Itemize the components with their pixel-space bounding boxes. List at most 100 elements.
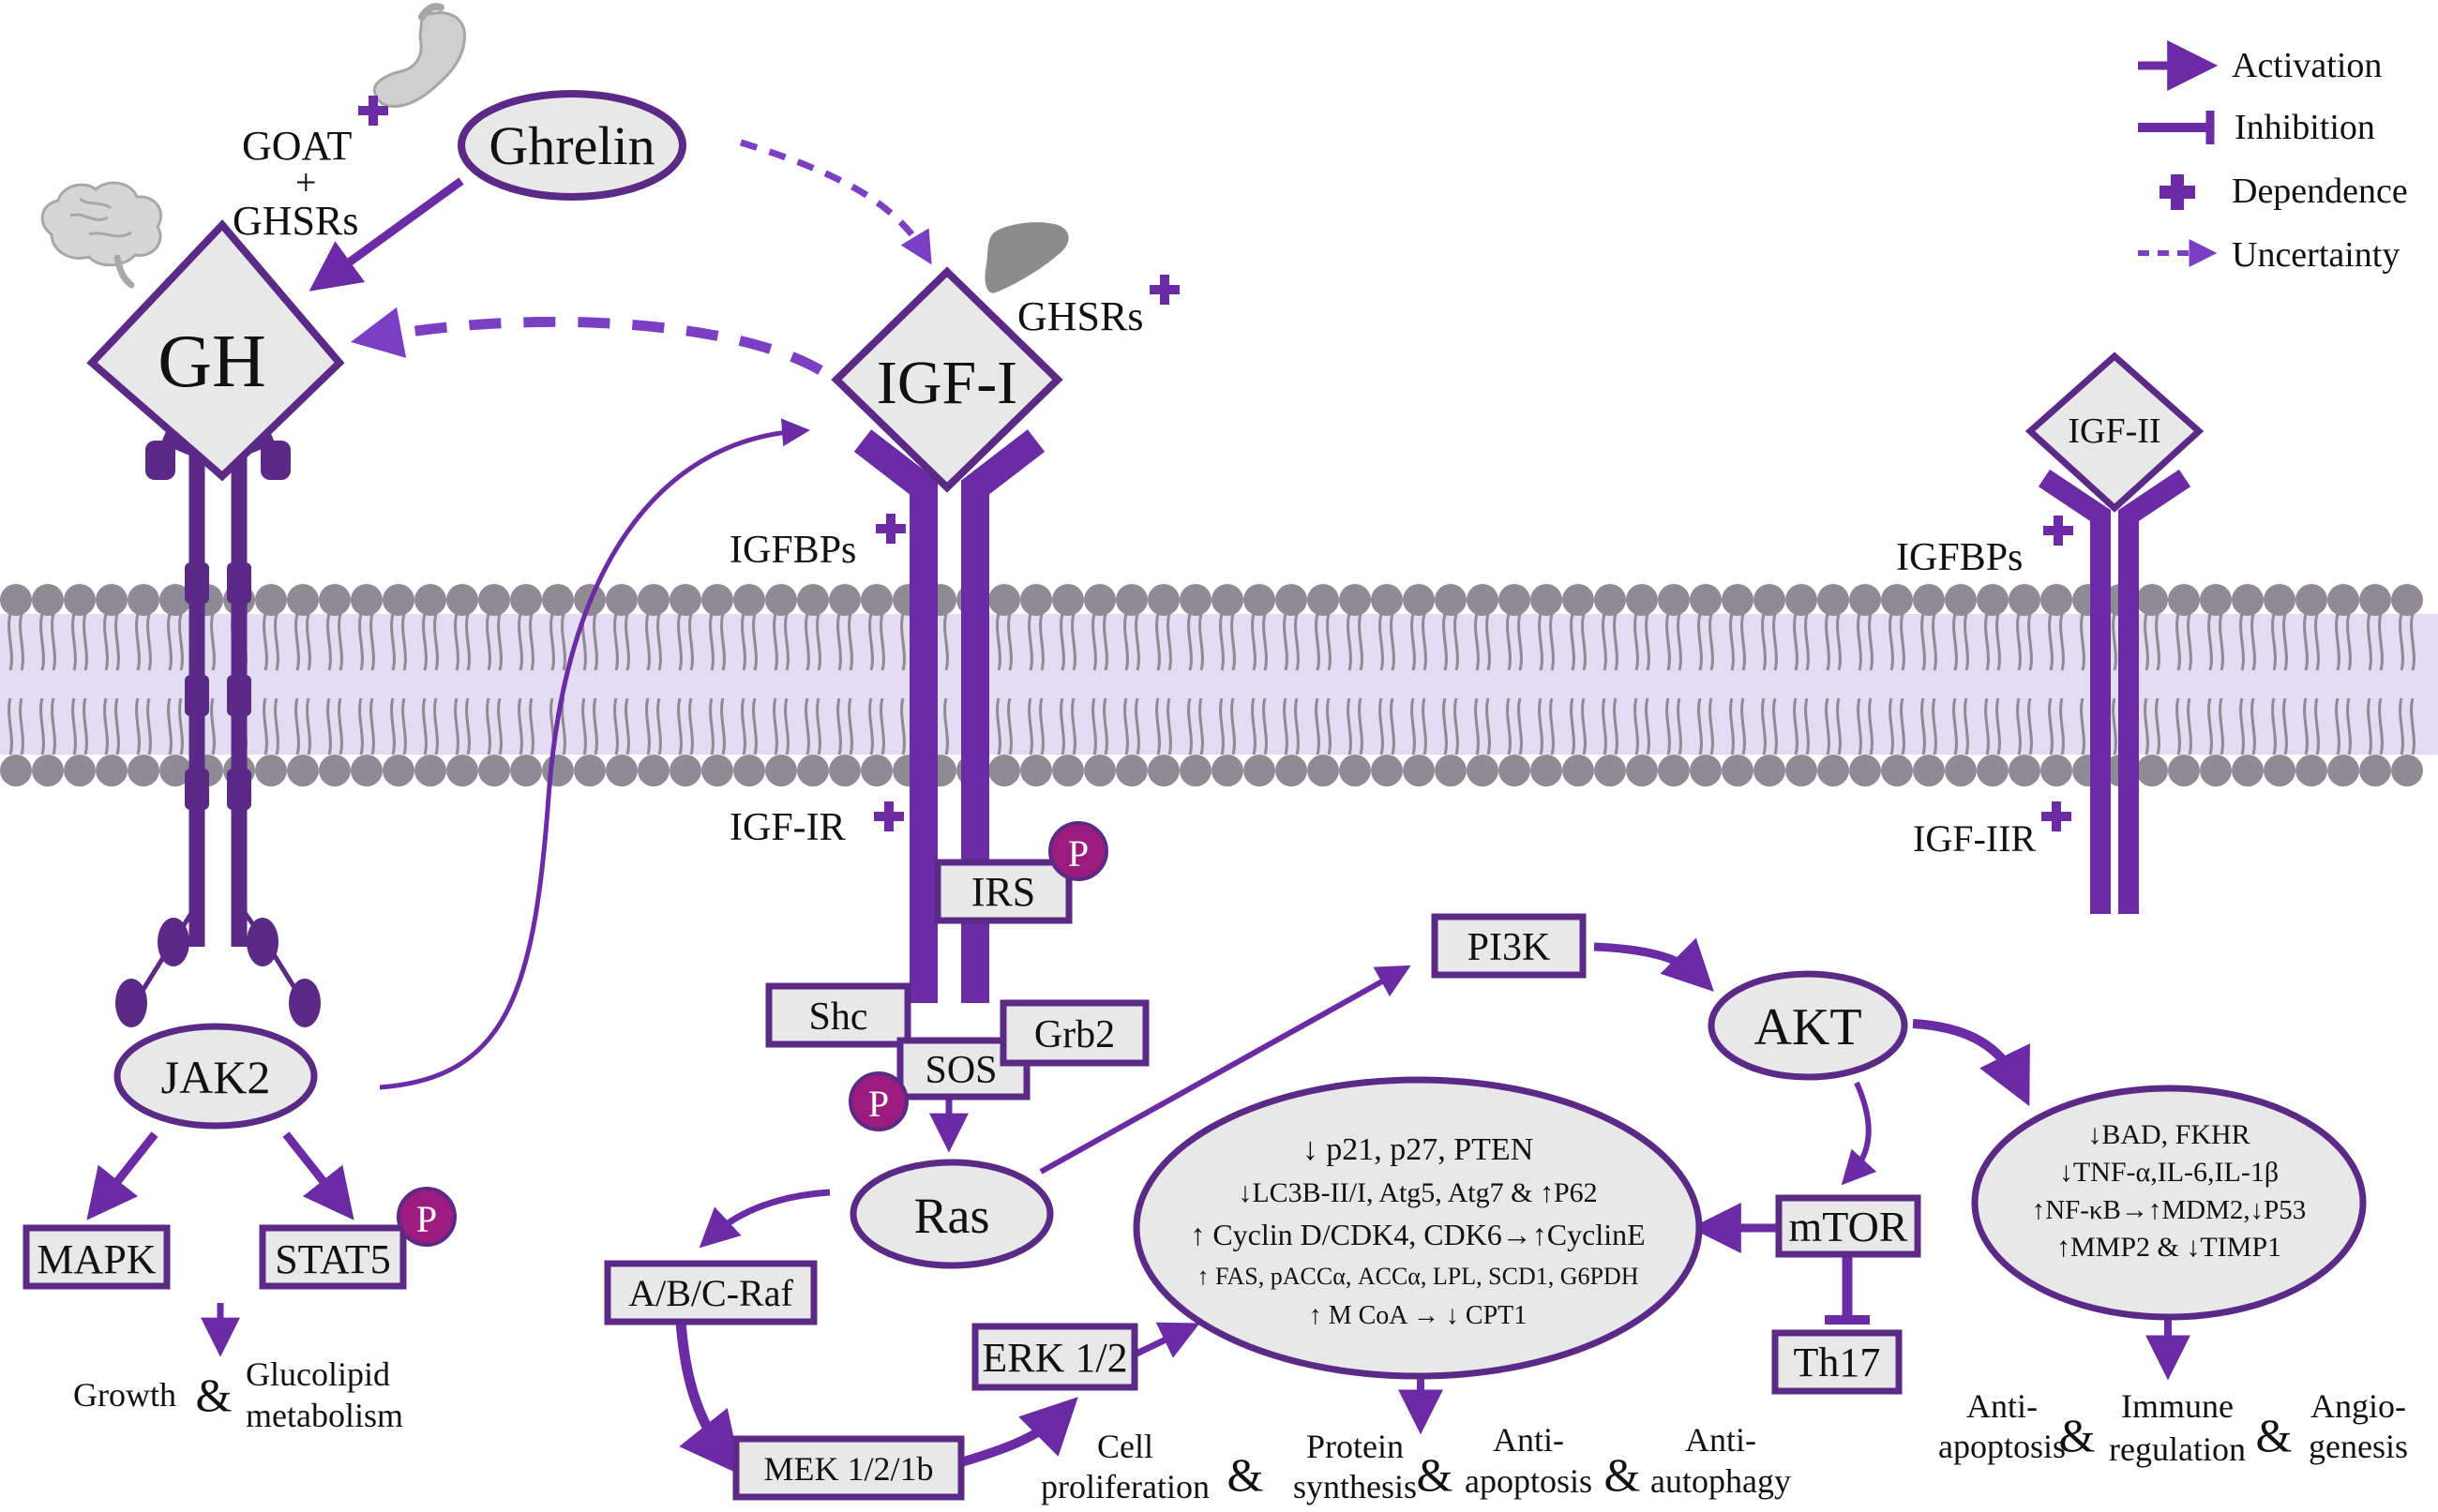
ghsrs-label-liver: GHSRs [1017,293,1144,339]
lipid-head [255,584,287,616]
lipid-tail [422,697,428,756]
lipid-head [1753,755,1785,786]
lipid-tail [2175,613,2181,671]
lipid-tail [1071,613,1076,671]
outcomes-right: Anti- apoptosis & Immune regulation & An… [1938,1387,2408,1468]
lipid-tail [2271,613,2277,671]
igf1-label: IGF-I [877,349,1017,417]
lipid-tail [167,613,173,671]
lipid-tail [1538,613,1543,671]
lipid-head [478,584,510,616]
lipid-tail [709,697,715,756]
akt-label: AKT [1753,998,1861,1056]
lipid-tail [996,697,1001,756]
lipid-tail [1613,613,1618,671]
lipid-tail [688,697,694,756]
mtor-label: mTOR [1789,1203,1908,1250]
igfbps-label-right: IGFBPs [1896,536,2023,579]
igf2r-label: IGF-IIR [1913,817,2036,860]
lipid-tail [1219,613,1225,671]
lipid-tail [1984,697,1990,756]
phospho-label: P [868,1083,889,1125]
lipid-tail [518,697,523,756]
lipid-tail [1665,697,1671,756]
outcome-protein-2: synthesis [1293,1468,1417,1505]
outcome-immune-1: Immune [2121,1387,2234,1425]
lipid-tail [1570,697,1575,756]
lipid-tail [1198,697,1204,756]
lipid-tail [497,613,503,671]
lipid-head [1977,584,2009,616]
mapk-node: MAPK [23,1224,171,1290]
lipid-tail [1410,697,1416,756]
lipid-tail [868,697,874,756]
lipid-tail [1262,613,1268,671]
lipid-tail [1804,697,1810,756]
lipid-head [1498,584,1530,616]
lipid-head [1594,755,1626,786]
outcome-growth: Growth [73,1376,176,1414]
lipid-tail [1538,697,1543,756]
lipid-tail [2410,697,2415,756]
igf1r-label: IGF-IR [730,806,846,849]
lipid-tail [454,697,459,756]
sos-node: SOS [896,1037,1031,1100]
lipid-head [1594,584,1626,616]
lipid-head [351,584,383,616]
lipid-head [1307,584,1339,616]
outcome-r-antiapop-2: apoptosis [1938,1428,2066,1465]
lipid-head [1530,755,1562,786]
lipid-tail [784,613,790,671]
lipid-tail [518,613,523,671]
lipid-head [1658,584,1690,616]
lipid-head [383,584,414,616]
lipid-head [159,584,191,616]
lipid-tail [1697,697,1703,756]
lipid-tail [1581,613,1587,671]
lipid-head [2327,584,2359,616]
lipid-tail [2144,697,2149,756]
lipid-head [128,755,159,786]
dependence-icon [1150,275,1180,305]
dependence-icon [876,514,906,544]
lipid-head [2168,755,2200,786]
lipid-tail [1155,613,1161,671]
lipid-tail [2378,613,2384,671]
lipid-tail [1378,613,1384,671]
lipid-head [1849,584,1881,616]
lipid-head [1339,584,1371,616]
lipid-tail [1251,613,1257,671]
lipid-tail [306,697,311,756]
lipid-tail [1761,697,1767,756]
lipid-tail [2303,613,2309,671]
outcome-amp: & [1417,1448,1453,1501]
outcome-amp: & [2059,1409,2096,1461]
lipid-tail [1932,613,1937,671]
lipid-head [1371,755,1403,786]
lipid-tail [135,697,141,756]
lipid-tail [1007,697,1013,756]
ghsrs-label-left: GHSRs [233,198,359,244]
lipid-head [2295,584,2327,616]
lipid-head [765,755,797,786]
lipid-head [1020,584,1052,616]
lipid-head [606,584,638,616]
lipid-tail [816,613,821,671]
lipid-tail [900,613,906,671]
igf2-receptor [2038,469,2191,914]
lipid-head [510,755,542,786]
lipid-tail [2112,697,2117,756]
lipid-tail [178,697,184,756]
lipid-head [2391,584,2423,616]
lipid-tail [1952,613,1958,671]
arrow-pi3k-akt [1593,937,1714,992]
lipid-tail [1889,613,1894,671]
outcome-cell-1: Cell [1097,1428,1153,1465]
outcome-immune-2: regulation [2109,1430,2246,1468]
outcome-amp: & [2256,1409,2293,1461]
arrow-jak2-stat5 [282,1131,354,1220]
lipid-tail [2080,697,2085,756]
mapk-label: MAPK [37,1236,156,1282]
lipid-head [574,755,606,786]
liver-icon [985,222,1069,293]
